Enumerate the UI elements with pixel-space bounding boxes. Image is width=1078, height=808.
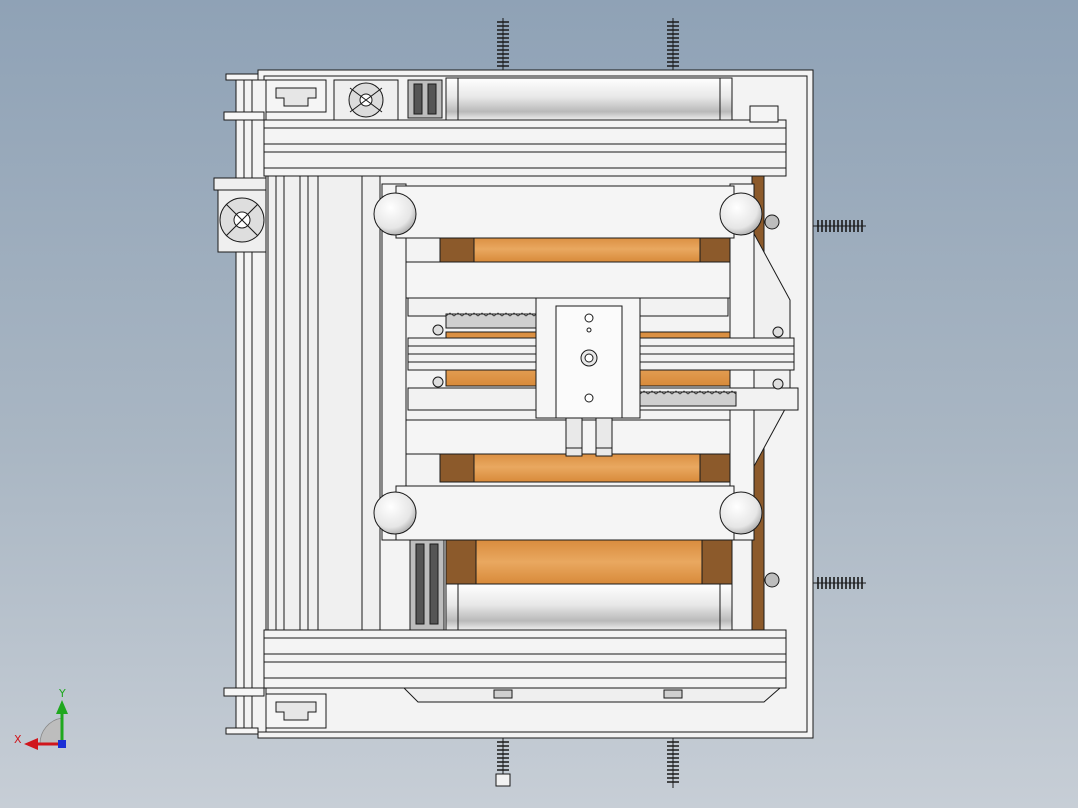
corner-ball-bottom-left (373, 491, 417, 535)
bottom-beam (263, 629, 787, 689)
y-axis-label: Y (59, 687, 66, 700)
x-axis-label: X (14, 733, 22, 746)
fan-left (213, 177, 267, 253)
bottom-plate (402, 687, 782, 703)
z-axis-marker (58, 740, 66, 748)
chain-bottom (409, 537, 445, 631)
bearing-block-top (265, 79, 327, 113)
spring-top-left (497, 18, 509, 70)
spring-bottom-left (495, 738, 511, 787)
top-beam (263, 119, 787, 177)
bottom-roller (445, 583, 733, 631)
cylinder-block (535, 297, 641, 457)
top-roller (445, 77, 733, 121)
spring-right-upper (813, 220, 866, 232)
chain-top (407, 79, 443, 119)
orange-belt-upper (439, 235, 731, 263)
rack-teeth-lower (639, 390, 737, 395)
left-rails (267, 175, 381, 633)
corner-ball-top-right (719, 192, 763, 236)
x-axis-arrowhead (24, 738, 38, 750)
orange-belt-bottom (445, 539, 733, 585)
bearing-block-bottom (265, 693, 327, 729)
rack-teeth-upper (445, 312, 543, 317)
y-axis-arrowhead (56, 700, 68, 714)
corner-ball-bottom-right (719, 491, 763, 535)
spring-bottom-right (667, 738, 679, 788)
fan-top (333, 79, 399, 121)
top-shaft (223, 73, 265, 735)
spring-top-right (667, 18, 679, 70)
spring-right-lower (813, 577, 866, 589)
coordinate-triad (24, 700, 68, 750)
orange-belt-lower (439, 451, 731, 483)
corner-ball-top-left (373, 192, 417, 236)
